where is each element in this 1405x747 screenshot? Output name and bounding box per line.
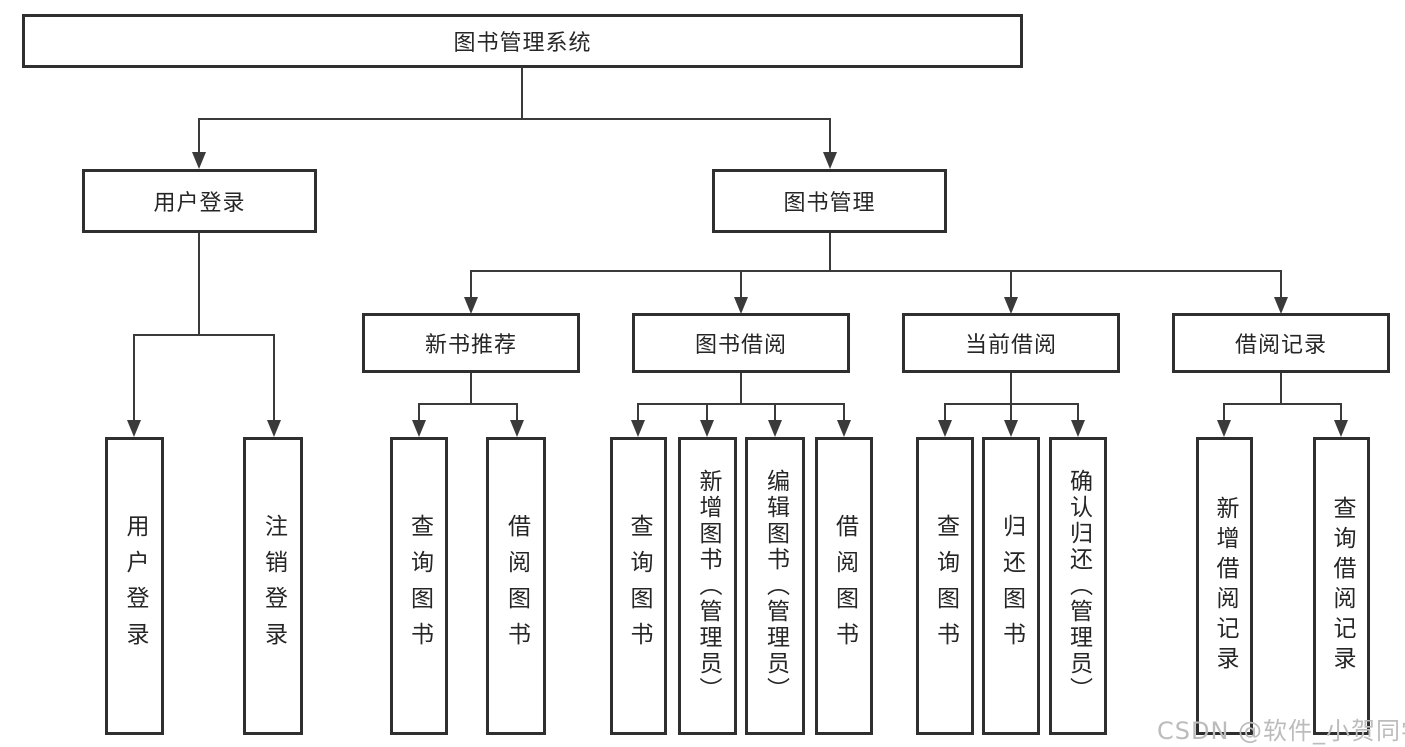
arrowhead-icon — [1004, 297, 1018, 314]
leaf-label: 新增借阅记录 — [1212, 496, 1238, 676]
connector-line — [521, 67, 523, 119]
connector-line — [470, 373, 472, 404]
connector-line — [470, 270, 1282, 272]
node-label: 图书管理系统 — [453, 31, 592, 56]
arrowhead-icon — [510, 420, 524, 437]
arrowhead-icon — [938, 420, 952, 437]
connector-line — [198, 118, 200, 153]
node-book-borrowing: 图书借阅 — [632, 313, 850, 373]
connector-line — [198, 118, 831, 120]
arrowhead-icon — [1274, 297, 1288, 314]
node-borrowing-records: 借阅记录 — [1172, 313, 1390, 373]
connector-line — [273, 334, 275, 421]
node-label: 用户登录 — [153, 191, 246, 216]
leaf-label: 查询图书 — [626, 514, 652, 658]
node-user-login: 用户登录 — [82, 169, 317, 233]
leaf-logout: 注销登录 — [243, 437, 303, 735]
node-label: 当前借阅 — [964, 333, 1057, 358]
connector-line — [133, 334, 275, 336]
leaf-borrow-books: 借阅图书 — [815, 437, 873, 735]
connector-line — [774, 403, 776, 421]
arrowhead-icon — [267, 420, 281, 437]
connector-line — [944, 403, 946, 421]
arrowhead-icon — [192, 152, 206, 169]
leaf-confirm-return-admin: 确认归还（管理员） — [1049, 437, 1107, 735]
leaf-add-books-admin: 新增图书（管理员） — [678, 437, 737, 735]
connector-line — [1010, 373, 1012, 404]
node-label: 图书借阅 — [694, 333, 787, 358]
leaf-add-borrow-record: 新增借阅记录 — [1196, 437, 1253, 735]
connector-line — [740, 270, 742, 298]
arrowhead-icon — [734, 297, 748, 314]
connector-line — [1077, 403, 1079, 421]
leaf-label: 查询借阅记录 — [1329, 496, 1355, 676]
leaf-label: 借阅图书 — [503, 514, 530, 658]
connector-line — [516, 403, 518, 421]
leaf-query-books: 查询图书 — [390, 437, 448, 735]
node-library-management-system: 图书管理系统 — [22, 14, 1023, 68]
leaf-return-books: 归还图书 — [982, 437, 1040, 735]
leaf-query-borrow-record: 查询借阅记录 — [1313, 437, 1370, 735]
node-new-book-recommendation: 新书推荐 — [362, 313, 580, 373]
node-label: 图书管理 — [783, 191, 876, 216]
leaf-label: 确认归还（管理员） — [1065, 469, 1092, 703]
csdn-watermark: CSDN @软件_小贺同学 — [1157, 717, 1405, 745]
connector-line — [1280, 373, 1282, 404]
arrowhead-icon — [1071, 420, 1085, 437]
arrowhead-icon — [631, 420, 645, 437]
connector-line — [198, 233, 200, 336]
node-label: 新书推荐 — [424, 333, 517, 358]
arrowhead-icon — [1004, 420, 1018, 437]
leaf-label: 编辑图书（管理员） — [762, 469, 789, 703]
arrowhead-icon — [1334, 420, 1348, 437]
arrowhead-icon — [1217, 420, 1231, 437]
leaf-label: 借阅图书 — [831, 514, 858, 658]
node-book-management: 图书管理 — [712, 169, 947, 233]
leaf-label: 归还图书 — [998, 514, 1025, 658]
arrowhead-icon — [700, 420, 714, 437]
arrowhead-icon — [412, 420, 426, 437]
connector-line — [133, 334, 135, 421]
connector-line — [829, 118, 831, 153]
connector-line — [418, 403, 518, 405]
leaf-label: 注销登录 — [260, 514, 287, 658]
connector-line — [637, 403, 845, 405]
leaf-label: 新增图书（管理员） — [695, 469, 721, 703]
leaf-edit-books-admin: 编辑图书（管理员） — [745, 437, 805, 735]
node-current-borrowing: 当前借阅 — [902, 313, 1120, 373]
connector-line — [418, 403, 420, 421]
arrowhead-icon — [823, 152, 837, 169]
connector-line — [1223, 403, 1342, 405]
arrowhead-icon — [837, 420, 851, 437]
leaf-label: 查询图书 — [932, 514, 959, 658]
connector-line — [1223, 403, 1225, 421]
connector-line — [706, 403, 708, 421]
connector-line — [843, 403, 845, 421]
leaf-label: 查询图书 — [406, 514, 433, 658]
connector-line — [1280, 270, 1282, 298]
leaf-query-books: 查询图书 — [610, 437, 667, 735]
leaf-label: 用户登录 — [122, 514, 148, 658]
connector-line — [1340, 403, 1342, 421]
connector-line — [1010, 403, 1012, 421]
leaf-user-login: 用户登录 — [105, 437, 164, 735]
arrowhead-icon — [768, 420, 782, 437]
connector-line — [1010, 270, 1012, 298]
arrowhead-icon — [464, 297, 478, 314]
arrowhead-icon — [127, 420, 141, 437]
connector-line — [740, 373, 742, 404]
leaf-query-books: 查询图书 — [916, 437, 974, 735]
connector-line — [637, 403, 639, 421]
node-label: 借阅记录 — [1234, 333, 1327, 358]
leaf-borrow-books: 借阅图书 — [486, 437, 546, 735]
connector-line — [470, 270, 472, 298]
connector-line — [829, 233, 831, 272]
